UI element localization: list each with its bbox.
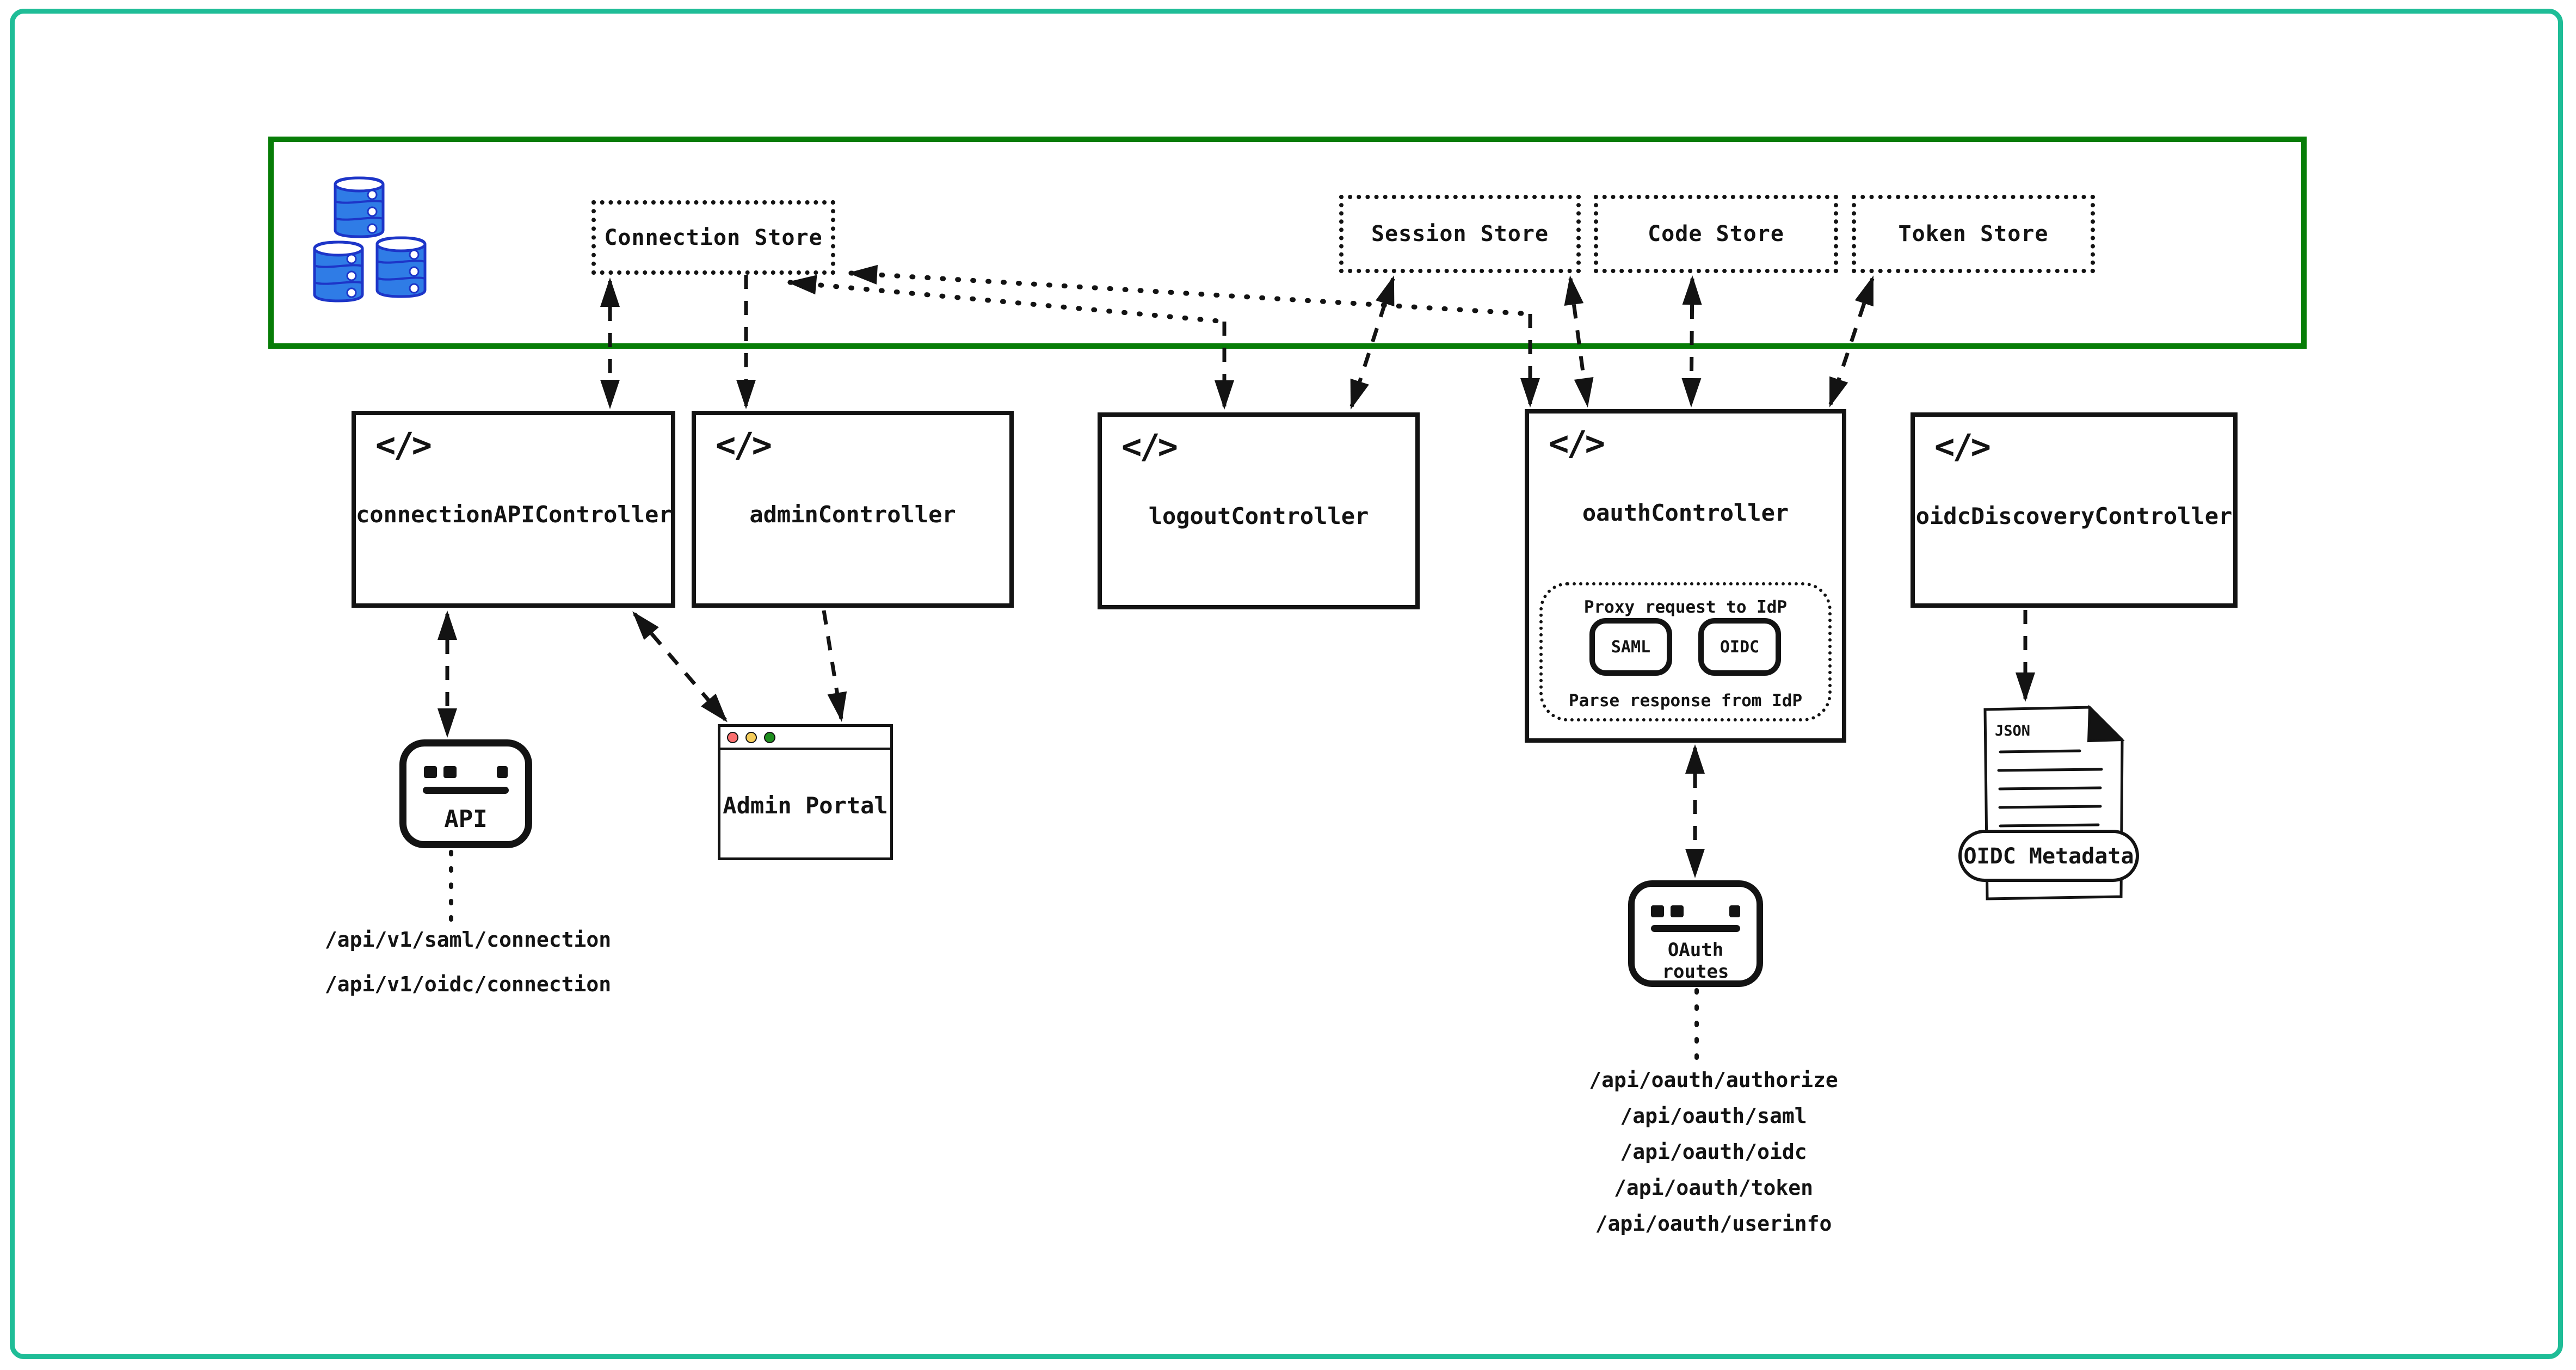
oauth-routes-label: OAuth routes: [1662, 939, 1729, 983]
controller-label: oauthController: [1582, 499, 1789, 526]
oauth-routes-window: OAuth routes: [1628, 880, 1763, 987]
store-label: Code Store: [1648, 221, 1784, 246]
oauth-route-path: /api/oauth/userinfo: [1595, 1212, 1832, 1236]
browser-toolbar: [423, 787, 509, 794]
store-label: Session Store: [1371, 221, 1549, 246]
controller-connection-api: </> connectionAPIController: [352, 411, 675, 608]
store-label: Connection Store: [604, 225, 823, 250]
oauth-route-path: /api/oauth/oidc: [1620, 1140, 1807, 1164]
store-code: Code Store: [1594, 195, 1838, 273]
browser-dot-icon: [1651, 905, 1664, 917]
oauth-route-path: /api/oauth/authorize: [1589, 1068, 1838, 1092]
browser-dot-icon: [424, 766, 437, 778]
controller-label: oidcDiscoveryController: [1915, 503, 2233, 529]
oidc-metadata-label: OIDC Metadata: [1963, 844, 2134, 869]
controller-oauth: </> oauthController Proxy request to IdP…: [1525, 409, 1846, 743]
api-route-path: /api/v1/oidc/connection: [324, 972, 612, 996]
page-border: [10, 9, 2563, 1359]
controller-oidc-discovery: </> oidcDiscoveryController: [1911, 412, 2238, 608]
window-titlebar: [720, 727, 890, 750]
oauth-route-path: /api/oauth/saml: [1620, 1104, 1807, 1128]
database-icon: [313, 176, 427, 303]
idp-parse-title: Parse response from IdP: [1568, 691, 1803, 711]
oidc-metadata-document: JSON OIDC Metadata: [1958, 705, 2139, 900]
idp-proxy-title: Proxy request to IdP: [1583, 597, 1788, 617]
admin-portal-label: Admin Portal: [723, 792, 888, 819]
saml-label: SAML: [1611, 637, 1651, 657]
store-label: Token Store: [1898, 221, 2049, 246]
api-label: API: [444, 805, 488, 833]
api-route-list: /api/v1/saml/connection /api/v1/oidc/con…: [305, 917, 631, 1007]
browser-dot-icon: [497, 766, 508, 778]
saml-protocol-box: SAML: [1589, 618, 1672, 676]
idp-proxy-box: Proxy request to IdP SAML OIDC Parse res…: [1539, 582, 1832, 721]
admin-portal-window: Admin Portal: [718, 724, 893, 860]
controller-logout: </> logoutController: [1098, 412, 1420, 609]
code-icon: </>: [375, 425, 432, 465]
oidc-label: OIDC: [1720, 637, 1760, 657]
traffic-light-yellow-icon: [745, 731, 757, 743]
traffic-light-red-icon: [727, 731, 738, 743]
json-label: JSON: [1995, 723, 2030, 739]
api-client-window: API: [399, 739, 532, 848]
traffic-light-green-icon: [764, 731, 775, 743]
controller-label: adminController: [749, 501, 956, 528]
code-icon: </>: [1549, 423, 1605, 463]
oauth-route-list: /api/oauth/authorize /api/oauth/saml /ap…: [1583, 1062, 1844, 1242]
oidc-protocol-box: OIDC: [1698, 618, 1781, 676]
oauth-route-path: /api/oauth/token: [1613, 1176, 1814, 1200]
document-fold-icon: [2087, 705, 2125, 743]
browser-dot-icon: [1671, 905, 1684, 917]
controller-admin: </> adminController: [692, 411, 1014, 608]
controller-label: logoutController: [1148, 503, 1369, 529]
store-session: Session Store: [1339, 195, 1581, 273]
store-token: Token Store: [1852, 195, 2095, 273]
document-text-lines: [1997, 749, 2103, 828]
code-icon: </>: [716, 425, 772, 465]
controller-label: connectionAPIController: [356, 501, 673, 528]
metadata-banner: [1958, 830, 2139, 882]
browser-dot-icon: [1729, 905, 1740, 917]
code-icon: </>: [1934, 427, 1991, 466]
browser-toolbar: [1651, 925, 1740, 932]
api-route-path: /api/v1/saml/connection: [324, 928, 612, 952]
code-icon: </>: [1121, 427, 1178, 466]
store-connection: Connection Store: [591, 200, 835, 275]
browser-dot-icon: [443, 766, 457, 778]
